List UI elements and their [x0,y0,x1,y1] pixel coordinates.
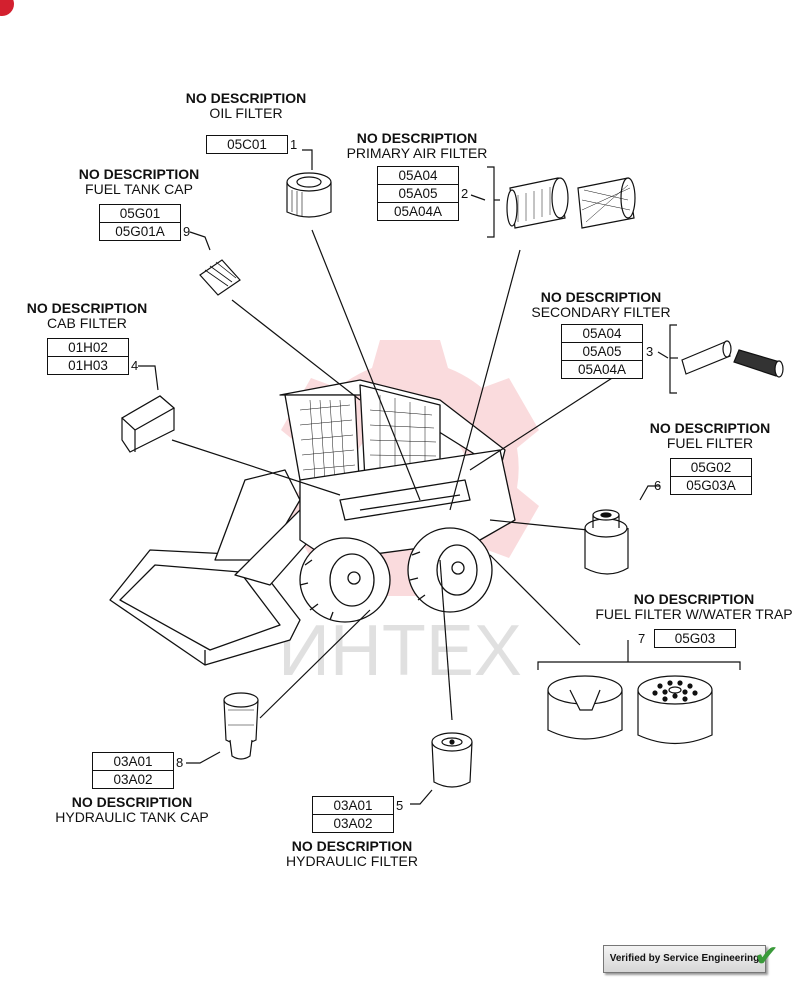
callout-subtitle: OIL FILTER [209,105,283,121]
hydraulic-tank-cap-icon [223,692,259,760]
part-number: 4 [131,358,139,373]
code-table-cab-filter: 01H02 01H03 [47,338,129,375]
skid-steer-loader [109,379,516,666]
part-number: 9 [183,224,191,239]
part-code-link[interactable]: 05G01A [100,222,180,240]
primary-air-filter-icon [506,177,636,229]
callout-title: NO DESCRIPTION [356,130,478,146]
verified-badge: Verified by Service Engineering [603,945,766,973]
code-table-fuel-tank-cap: 05G01 05G01A [99,204,181,241]
fuel-tank-cap-icon [199,259,241,296]
part-code-link[interactable]: 05A05 [378,184,458,202]
part-code-link[interactable]: 05A04 [398,168,438,183]
code-table-hydraulic-tank-cap: 03A01 03A02 [92,752,174,789]
callout-cab-filter: NO DESCRIPTION CAB FILTER [27,301,148,331]
callout-subtitle: FUEL TANK CAP [85,181,193,197]
callout-fuel-filter-water-trap: NO DESCRIPTION FUEL FILTER W/WATER TRAP [595,592,792,622]
secondary-filter-icon [681,340,784,378]
callout-title: NO DESCRIPTION [291,838,413,854]
code-table-fuel-filter-water-trap: 05G03 [654,629,736,648]
part-number: 7 [638,631,646,646]
callout-title: NO DESCRIPTION [185,90,307,106]
callout-fuel-tank-cap: NO DESCRIPTION FUEL TANK CAP [79,167,200,197]
part-number: 5 [396,798,404,813]
callout-title: NO DESCRIPTION [633,591,755,607]
callout-subtitle: FUEL FILTER [666,435,754,451]
callout-title: NO DESCRIPTION [78,166,200,182]
callout-title: NO DESCRIPTION [26,300,148,316]
part-number: 8 [176,755,184,770]
part-code-link[interactable]: 05A05 [562,342,642,360]
callout-subtitle: FUEL FILTER W/WATER TRAP [595,606,793,622]
part-code-link[interactable]: 01H03 [48,356,128,374]
callout-primary-air-filter: NO DESCRIPTION PRIMARY AIR FILTER [347,131,488,161]
callout-title: NO DESCRIPTION [540,289,662,305]
part-code-link[interactable]: 05C01 [227,137,267,152]
part-code-link[interactable]: 05A04A [562,360,642,378]
code-table-secondary-filter: 05A04 05A05 05A04A [561,324,643,379]
part-number: 1 [290,137,298,152]
callout-subtitle: HYDRAULIC FILTER [286,853,418,869]
part-number: 6 [654,478,662,493]
part-number: 3 [646,344,654,359]
callout-subtitle: PRIMARY AIR FILTER [346,145,488,161]
oil-filter-icon [286,172,332,218]
part-code-link[interactable]: 03A02 [93,770,173,788]
callout-subtitle: CAB FILTER [47,315,127,331]
part-code-link[interactable]: 05A04 [582,326,622,341]
code-table-fuel-filter: 05G02 05G03A [670,458,752,495]
code-table-primary-air-filter: 05A04 05A05 05A04A [377,166,459,221]
part-code-link[interactable]: 01H02 [68,340,108,355]
callout-oil-filter: NO DESCRIPTION OIL FILTER [186,91,307,121]
callout-subtitle: SECONDARY FILTER [531,304,671,320]
callout-hydraulic-filter: NO DESCRIPTION HYDRAULIC FILTER [286,839,418,869]
code-table-oil-filter: 05C01 [206,135,288,154]
corner-badge [0,0,14,16]
cab-filter-icon [120,395,176,453]
part-code-link[interactable]: 03A02 [313,814,393,832]
part-code-link[interactable]: 05G02 [690,460,732,475]
callout-fuel-filter: NO DESCRIPTION FUEL FILTER [650,421,771,451]
watermark-text: ИНТЕХ [278,611,522,691]
hydraulic-filter-icon [431,732,473,788]
fuel-filter-water-trap-icon [547,675,713,744]
callout-title: NO DESCRIPTION [649,420,771,436]
callout-hydraulic-tank-cap: NO DESCRIPTION HYDRAULIC TANK CAP [55,795,209,825]
part-code-link[interactable]: 03A01 [113,754,153,769]
callout-title: NO DESCRIPTION [71,794,193,810]
part-code-link[interactable]: 05A04A [378,202,458,220]
code-table-hydraulic-filter: 03A01 03A02 [312,796,394,833]
checkmark-icon: ✔ [754,940,780,973]
part-code-link[interactable]: 05G03 [674,631,716,646]
leader-lines [138,149,741,805]
part-code-link[interactable]: 05G01 [119,206,161,221]
callout-secondary-filter: NO DESCRIPTION SECONDARY FILTER [531,290,670,320]
callout-subtitle: HYDRAULIC TANK CAP [55,809,209,825]
fuel-filter-icon [584,509,629,575]
part-number: 2 [461,186,469,201]
part-code-link[interactable]: 05G03A [671,476,751,494]
part-code-link[interactable]: 03A01 [333,798,373,813]
